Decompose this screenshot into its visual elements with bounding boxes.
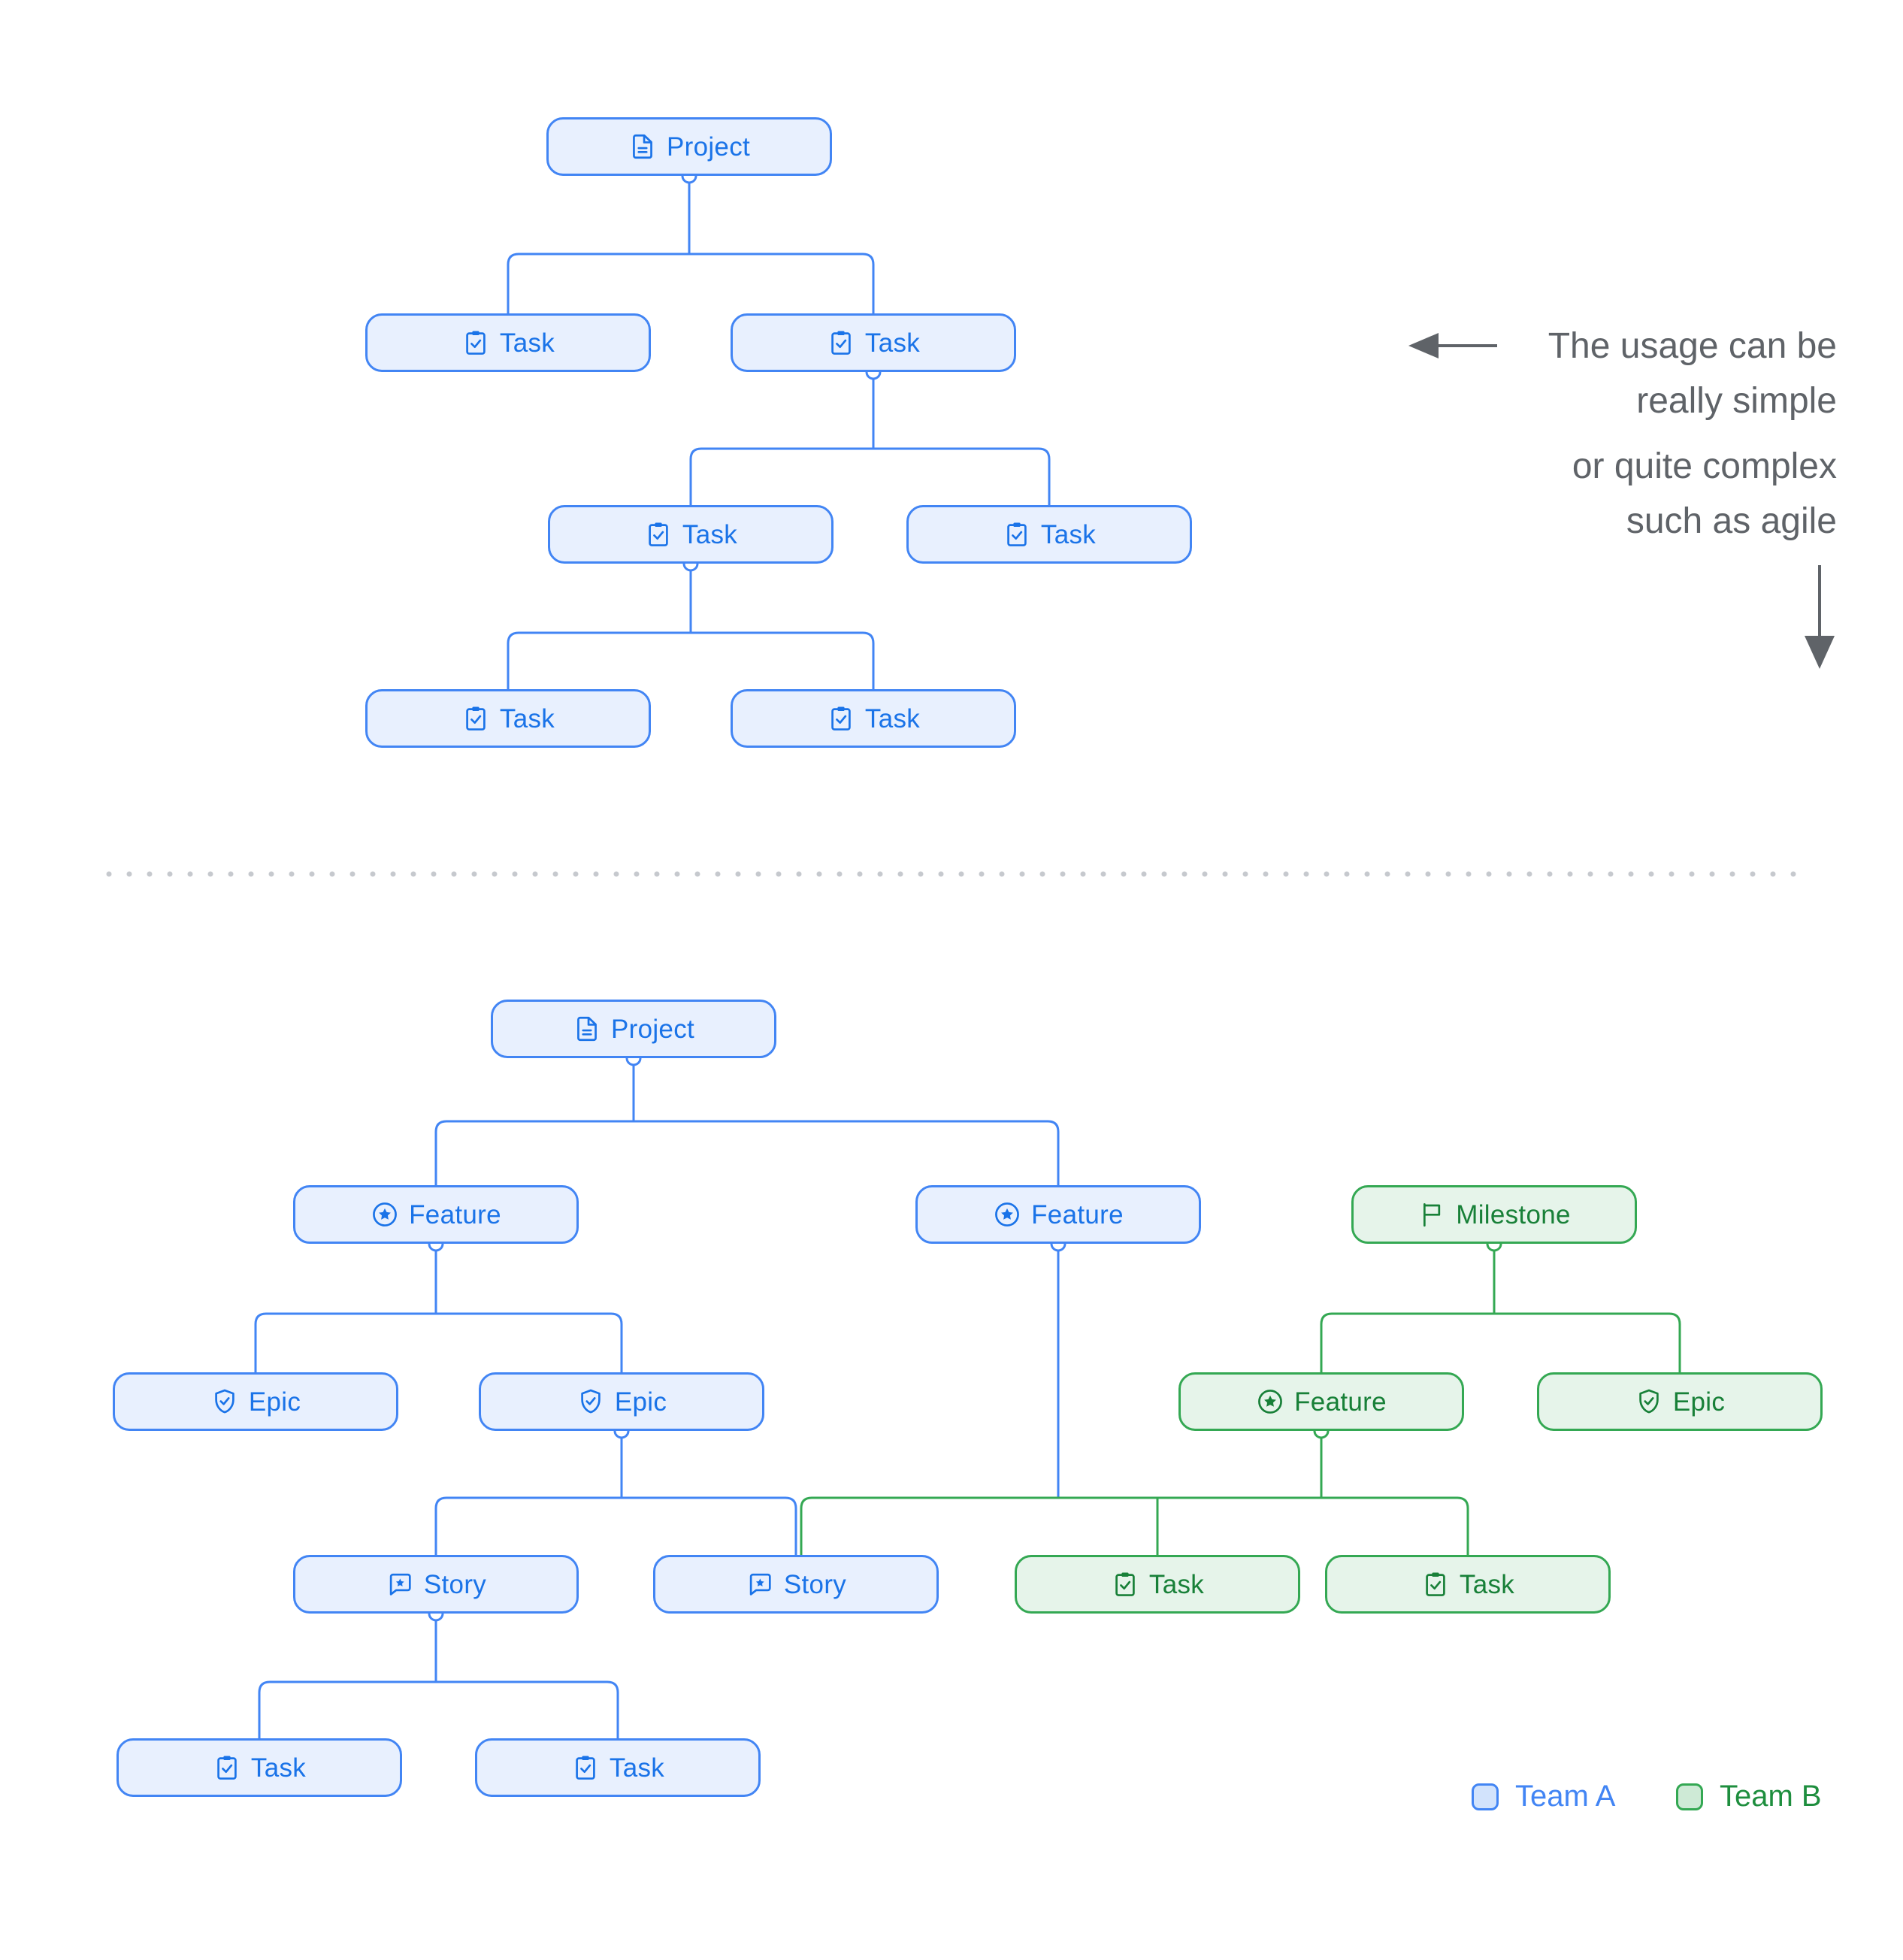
task-icon	[644, 520, 673, 549]
node-t-task6: Task	[731, 689, 1016, 748]
node-label: Task	[609, 1753, 665, 1783]
node-label: Story	[783, 1569, 847, 1599]
connector-rail	[434, 1496, 797, 1555]
task-icon	[461, 704, 490, 733]
node-b-milestone: Milestone	[1351, 1185, 1637, 1244]
node-label: Task	[1040, 519, 1097, 549]
node-b-epic1: Epic	[113, 1372, 398, 1431]
node-b-project: Project	[491, 1000, 776, 1058]
connector-rail	[258, 1680, 619, 1738]
node-b-feature1: Feature	[293, 1185, 579, 1244]
document-icon	[628, 132, 657, 161]
connector-rail	[800, 1496, 1469, 1555]
node-b-gepic: Epic	[1537, 1372, 1823, 1431]
node-label: Project	[610, 1014, 695, 1044]
feature-icon	[1256, 1387, 1284, 1416]
team-a-label: Team A	[1515, 1780, 1616, 1813]
node-b-story1: Story	[293, 1555, 579, 1614]
legend-team-b: Team B	[1676, 1780, 1822, 1813]
feature-icon	[993, 1200, 1021, 1229]
node-label: Epic	[614, 1387, 667, 1417]
node-t-task4: Task	[906, 505, 1192, 564]
node-label: Task	[1148, 1569, 1205, 1599]
node-label: Task	[864, 703, 921, 733]
task-icon	[461, 328, 490, 357]
connector-rail	[434, 1120, 1060, 1185]
node-t-task3: Task	[548, 505, 834, 564]
annotation-block: The usage can be really simple or quite …	[1548, 319, 1837, 549]
connector-rail	[507, 631, 875, 689]
task-icon	[571, 1753, 600, 1782]
node-b-btask2: Task	[475, 1738, 761, 1797]
connector-rail	[254, 1312, 623, 1372]
node-t-task5: Task	[365, 689, 651, 748]
connector-rail	[507, 253, 875, 313]
team-a-swatch-icon	[1472, 1783, 1499, 1810]
node-b-story2: Story	[653, 1555, 939, 1614]
node-t-project: Project	[546, 117, 832, 176]
task-icon	[827, 704, 855, 733]
down-arrow	[1805, 565, 1835, 669]
node-label: Task	[499, 703, 555, 733]
node-label: Project	[666, 132, 751, 162]
node-label: Task	[499, 328, 555, 358]
node-label: Task	[250, 1753, 307, 1783]
feature-icon	[371, 1200, 399, 1229]
node-label: Story	[423, 1569, 487, 1599]
story-icon	[386, 1570, 414, 1599]
node-label: Feature	[1031, 1199, 1124, 1230]
node-b-gtask1: Task	[1015, 1555, 1300, 1614]
left-arrow	[1408, 333, 1497, 358]
legend-team-a: Team A	[1472, 1780, 1615, 1813]
node-label: Task	[1459, 1569, 1515, 1599]
milestone-icon	[1417, 1200, 1446, 1229]
node-label: Epic	[248, 1387, 301, 1417]
node-label: Epic	[1672, 1387, 1726, 1417]
node-t-task1: Task	[365, 313, 651, 372]
node-label: Task	[682, 519, 738, 549]
epic-icon	[1635, 1387, 1663, 1416]
story-icon	[746, 1570, 774, 1599]
task-icon	[827, 328, 855, 357]
node-label: Feature	[409, 1199, 501, 1230]
connector-rail	[689, 447, 1051, 505]
node-label: Milestone	[1456, 1199, 1571, 1230]
node-label: Task	[864, 328, 921, 358]
task-icon	[1003, 520, 1031, 549]
connector-rail	[1320, 1312, 1681, 1372]
node-b-epic2: Epic	[479, 1372, 764, 1431]
node-label: Feature	[1294, 1387, 1387, 1417]
node-b-gtask2: Task	[1325, 1555, 1611, 1614]
node-b-gfeature: Feature	[1178, 1372, 1464, 1431]
annotation-line-1: The usage can be	[1548, 326, 1837, 366]
node-b-btask1: Task	[116, 1738, 402, 1797]
team-b-swatch-icon	[1676, 1783, 1703, 1810]
task-icon	[1111, 1570, 1139, 1599]
annotation-line-3: or quite complex	[1572, 446, 1837, 486]
node-t-task2: Task	[731, 313, 1016, 372]
team-b-label: Team B	[1720, 1780, 1822, 1813]
task-icon	[213, 1753, 241, 1782]
epic-icon	[210, 1387, 239, 1416]
node-b-feature2: Feature	[915, 1185, 1201, 1244]
epic-icon	[576, 1387, 605, 1416]
task-icon	[1421, 1570, 1450, 1599]
annotation-line-4: such as agile	[1626, 501, 1837, 541]
document-icon	[573, 1015, 601, 1043]
annotation-line-2: really simple	[1636, 381, 1837, 421]
